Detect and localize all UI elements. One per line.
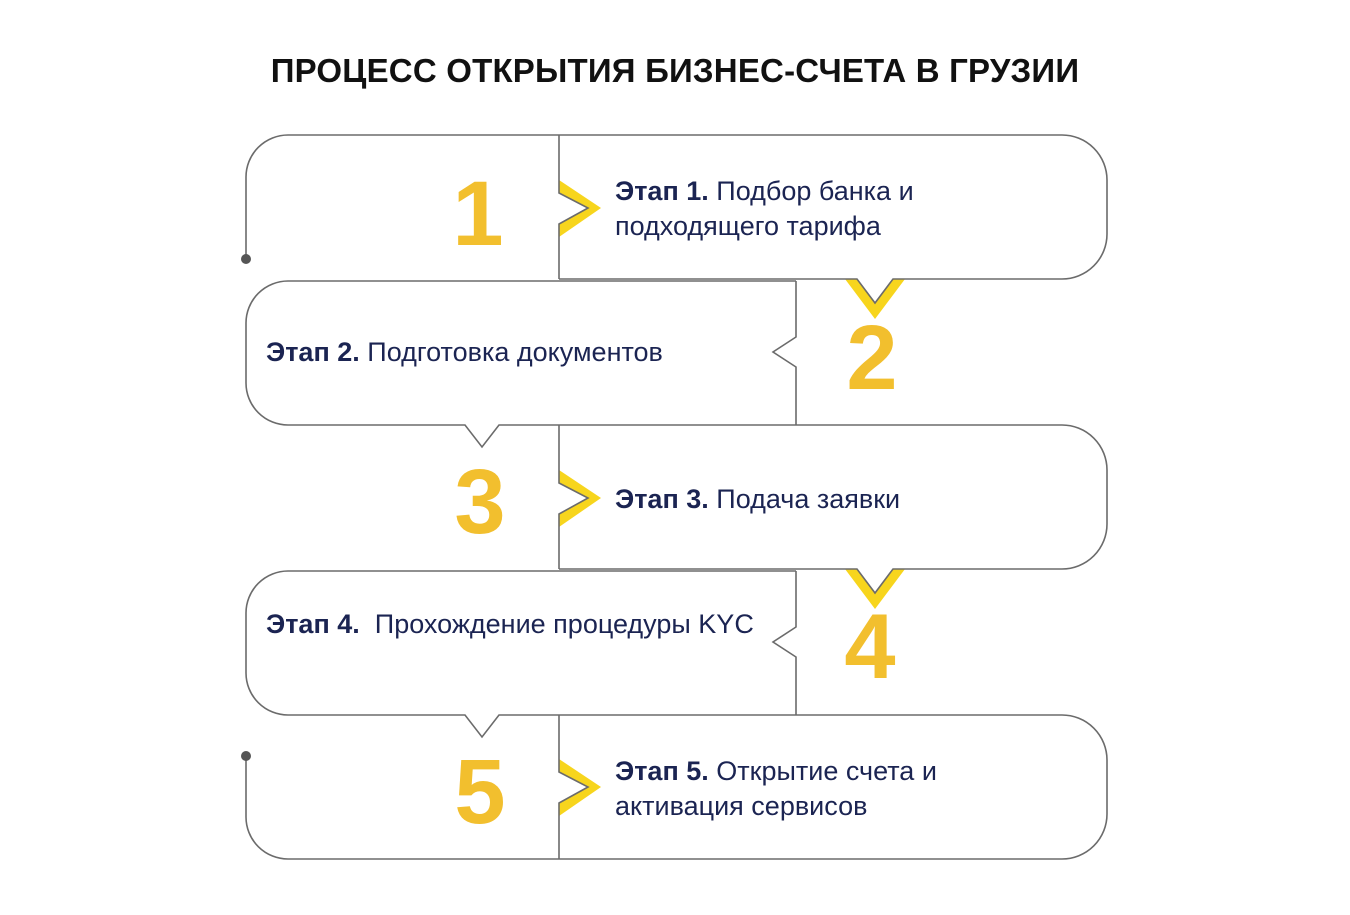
step-number-2: 2: [846, 307, 898, 409]
step-label: Этап 4.: [266, 609, 360, 639]
step-description: Подготовка документов: [367, 337, 663, 367]
end-dot: [241, 751, 251, 761]
chevron-right-icons: [559, 180, 905, 816]
chevron-right-icon: [559, 759, 601, 816]
step-3-text: Этап 3. Подача заявки: [615, 482, 1055, 517]
step-label: Этап 1.: [615, 176, 709, 206]
row5-divider: [558, 715, 590, 859]
chevron-right-icon: [559, 180, 601, 237]
row1-divider: [558, 135, 590, 279]
chevron-down-icon: [845, 279, 905, 319]
step-5-text: Этап 5. Открытие счета и активация серви…: [615, 754, 995, 824]
step-label: Этап 3.: [615, 484, 709, 514]
step-description: Подбор банка и подходящего тарифа: [615, 176, 914, 241]
row1-outline: [245, 134, 1108, 305]
step-number-5: 5: [454, 741, 506, 843]
chevron-right-icon: [559, 470, 601, 527]
step-1-text: Этап 1. Подбор банка и подходящего тариф…: [615, 174, 975, 244]
row2-outline: [245, 280, 1108, 595]
row5-outline: [245, 756, 559, 860]
row3-divider: [558, 425, 590, 569]
row4-outline: [245, 570, 1108, 860]
step-2-text: Этап 2. Подготовка документов: [266, 335, 766, 370]
step-description: Прохождение процедуры KYC: [367, 609, 754, 639]
step-number-4: 4: [844, 596, 896, 698]
row4-divider: [771, 571, 797, 715]
step-label: Этап 5.: [615, 756, 709, 786]
step-description: Подача заявки: [716, 484, 901, 514]
step-number-3: 3: [454, 451, 506, 553]
row2-divider: [771, 281, 797, 425]
start-dot: [241, 254, 251, 264]
page-title: ПРОЦЕСС ОТКРЫТИЯ БИЗНЕС-СЧЕТА В ГРУЗИИ: [270, 52, 1080, 89]
step-number-1: 1: [452, 163, 504, 265]
step-label: Этап 2.: [266, 337, 360, 367]
step-description: Открытие счета и активация сервисов: [615, 756, 937, 821]
chevron-down-icon: [845, 569, 905, 609]
step-4-text: Этап 4. Прохождение процедуры KYC: [266, 607, 756, 642]
